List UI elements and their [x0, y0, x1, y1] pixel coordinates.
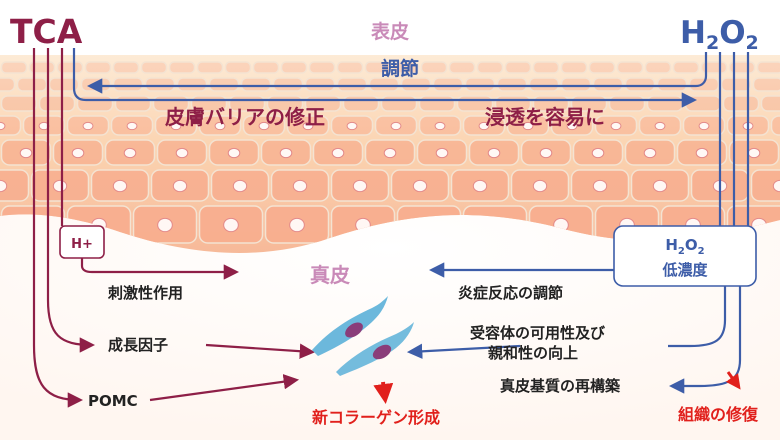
regulation-label: 調節	[381, 57, 419, 80]
tca-arrow-pomc-fibroblast	[149, 374, 300, 402]
h2o2-arrow-fibroblast	[406, 343, 521, 360]
fibroblast-1-nucleus	[345, 322, 363, 338]
effect-matrix: 真皮基質の再構築	[500, 377, 621, 395]
effect-pomc: POMC	[88, 392, 138, 410]
effect-stimulation: 刺激性作用	[108, 284, 183, 302]
fibroblast-2	[336, 322, 414, 376]
tca-arrow-growth-fibroblast	[205, 343, 316, 359]
fibroblast-2-nucleus	[372, 344, 392, 360]
epidermis-label: 表皮	[371, 20, 409, 43]
barrier-label: 皮膚バリアの修正	[165, 105, 325, 129]
h2o2-title: H2O2	[680, 15, 759, 54]
regulation-arrow-lower	[72, 48, 698, 108]
h-plus-label: H+	[71, 237, 93, 252]
skin-cells	[0, 61, 780, 244]
tca-lines	[32, 48, 698, 408]
h2o2-low-box	[613, 225, 757, 287]
effect-receptor-line1: 受容体の可用性及び	[470, 324, 605, 342]
outcome-collagen: 新コラーゲン形成	[312, 408, 440, 427]
tca-arrow-stimulation	[80, 258, 240, 280]
tca-line-pomc	[32, 48, 84, 408]
dermis-label: 真皮	[310, 263, 350, 287]
h2o2-box-formula: H2O2	[665, 236, 704, 257]
h2o2-box-concentration: 低濃度	[661, 261, 708, 279]
effect-receptor-line2: 親和性の向上	[488, 344, 578, 362]
h2o2-line-receptor	[668, 285, 727, 348]
tca-title: TCA	[10, 12, 83, 51]
tca-line-growth	[46, 48, 96, 353]
effect-growth-factor: 成長因子	[108, 336, 168, 354]
h-plus-box	[59, 225, 105, 259]
effect-inflammation: 炎症反応の調節	[458, 284, 563, 302]
penetration-label: 浸透を容易に	[485, 105, 605, 129]
fibroblast-cells	[312, 296, 414, 376]
regulation-arrow-upper	[86, 52, 708, 94]
repair-arrow	[725, 371, 741, 390]
outcome-repair: 組織の修復	[678, 405, 759, 424]
h2o2-lines	[86, 52, 750, 394]
collagen-arrow	[373, 381, 394, 404]
tca-branch-lines	[80, 258, 316, 402]
